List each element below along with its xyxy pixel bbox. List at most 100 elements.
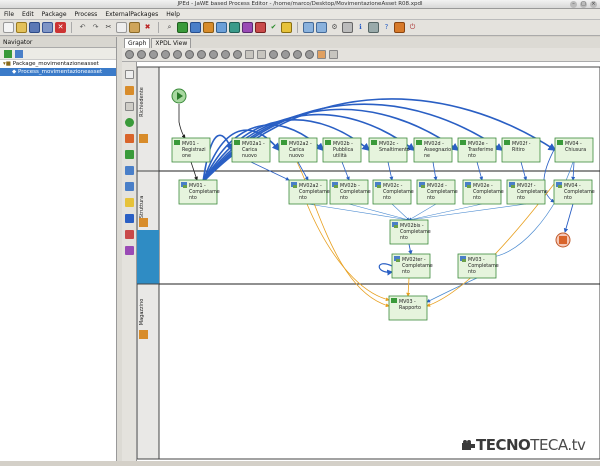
open-icon[interactable] [16, 22, 27, 33]
menu-help[interactable]: Help [166, 10, 180, 18]
graph-tool-icon[interactable] [173, 50, 182, 59]
transition-arrow[interactable] [297, 161, 309, 181]
graph-tool-icon[interactable] [209, 50, 218, 59]
graph-tool-icon[interactable] [137, 50, 146, 59]
undo-icon[interactable]: ↶ [79, 23, 86, 31]
transition-arrow[interactable] [408, 243, 413, 255]
transition-tool-icon[interactable] [125, 214, 134, 223]
check-icon[interactable]: ✔ [270, 23, 277, 31]
datafield-icon[interactable] [229, 22, 240, 33]
new-icon[interactable] [3, 22, 14, 33]
close-icon[interactable]: × [590, 1, 597, 8]
package-icon[interactable] [177, 22, 188, 33]
activity-mv02c[interactable]: MV02c -Smaltimento [368, 137, 410, 163]
lane-header-richiedente[interactable] [136, 66, 160, 172]
route-tool-icon[interactable] [125, 198, 134, 207]
link-tool-icon[interactable] [125, 246, 134, 255]
transition-arrow[interactable] [406, 277, 411, 297]
delete-icon[interactable]: ✖ [144, 23, 151, 31]
help-icon[interactable]: ? [384, 23, 389, 31]
zoom-tool-icon[interactable] [257, 50, 266, 59]
saveas-icon[interactable] [42, 22, 53, 33]
process-graph-canvas[interactable]: Richiedente Struttura Magazzino MV01 -Re… [136, 62, 600, 461]
plugin-icon[interactable] [394, 22, 405, 33]
transition-arrow[interactable] [341, 161, 350, 181]
transition-arrow[interactable] [307, 203, 410, 222]
print-icon[interactable] [342, 22, 353, 33]
transition-arrow[interactable] [190, 161, 198, 181]
menu-process[interactable]: Process [74, 10, 98, 18]
save-icon[interactable] [29, 22, 40, 33]
participant-icon[interactable] [203, 22, 214, 33]
graph-tool-icon[interactable] [233, 50, 242, 59]
menu-external-packages[interactable]: ExternalPackages [105, 10, 159, 18]
paste-icon[interactable] [129, 22, 140, 33]
transition-arrow[interactable] [520, 161, 528, 181]
transition-arrow[interactable] [571, 161, 576, 181]
graph-tool-icon[interactable] [185, 50, 194, 59]
transition-arrow[interactable] [296, 161, 390, 308]
start-tool-icon[interactable] [125, 118, 134, 127]
expand-icon[interactable] [4, 50, 12, 58]
tab-xpdl-view[interactable]: XPDL View [151, 38, 192, 48]
transition-arrow[interactable] [432, 161, 438, 181]
zoom-out-icon[interactable] [316, 22, 327, 33]
layout-tool-icon[interactable] [329, 50, 338, 59]
transition-arrow[interactable] [408, 203, 437, 221]
transition-arrow[interactable] [202, 113, 416, 183]
search-icon[interactable]: ⌕ [167, 23, 172, 31]
transition-arrow[interactable] [408, 203, 483, 221]
subflow-tool-icon[interactable] [125, 166, 134, 175]
tree-item-process[interactable]: ◆ Process_movimentazioneasset [0, 68, 116, 76]
transition-arrow[interactable] [563, 203, 574, 233]
info-icon[interactable]: ℹ [359, 23, 362, 31]
transition-arrow[interactable] [202, 129, 281, 183]
graph-tool-icon[interactable] [305, 50, 314, 59]
transition-arrow[interactable] [426, 277, 478, 303]
menu-package[interactable]: Package [41, 10, 67, 18]
transition-arrow[interactable] [378, 263, 394, 276]
zoom-in-icon[interactable] [303, 22, 314, 33]
activity-mv02f[interactable]: MV02f -Ritiro [501, 137, 541, 163]
transition-arrow[interactable] [408, 203, 527, 222]
typedecl-icon[interactable] [242, 22, 253, 33]
activity-tool-icon[interactable] [125, 150, 134, 159]
layout-tool-icon[interactable] [317, 50, 326, 59]
graph-tool-icon[interactable] [125, 50, 134, 59]
graph-tool-icon[interactable] [269, 50, 278, 59]
menu-edit[interactable]: Edit [22, 10, 34, 18]
transition-arrow[interactable] [178, 104, 186, 139]
tab-graph[interactable]: Graph [124, 38, 151, 48]
cut-icon[interactable]: ✂ [105, 23, 112, 31]
graph-tool-icon[interactable] [293, 50, 302, 59]
menu-file[interactable]: File [4, 10, 15, 18]
extattr-icon[interactable] [255, 22, 266, 33]
process-icon[interactable] [190, 22, 201, 33]
transition-arrow[interactable] [348, 203, 410, 221]
minimize-icon[interactable]: – [570, 1, 577, 8]
tools-icon[interactable] [368, 22, 379, 33]
zoom-tool-icon[interactable] [245, 50, 254, 59]
graph-tool-icon[interactable] [197, 50, 206, 59]
end-tool-icon[interactable] [125, 134, 134, 143]
transition-arrow[interactable] [476, 161, 484, 181]
transition-arrow[interactable] [306, 203, 390, 302]
swimlane-tool-icon[interactable] [125, 102, 134, 111]
graph-tool-icon[interactable] [221, 50, 230, 59]
